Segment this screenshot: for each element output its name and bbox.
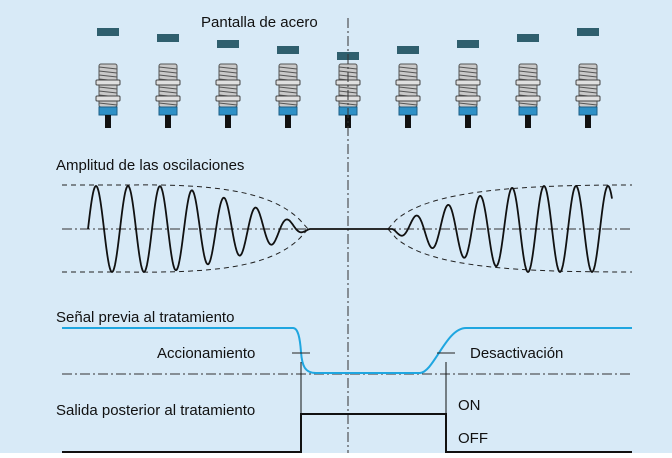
sensor-icon	[275, 63, 301, 128]
envelope-upper	[62, 184, 633, 230]
output-step	[62, 413, 632, 453]
sensor-icon	[155, 63, 181, 128]
sensor-icon	[215, 63, 241, 128]
signal-label: Señal previa al tratamiento	[56, 309, 234, 326]
oscillation-wave	[87, 185, 613, 273]
output-label: Salida posterior al tratamiento	[56, 402, 255, 419]
steel-plate	[217, 40, 239, 48]
sensor-icon	[575, 63, 601, 128]
signal-curve	[62, 327, 632, 374]
title-label: Pantalla de acero	[201, 14, 318, 31]
steel-plate	[397, 46, 419, 54]
off-label: OFF	[458, 430, 488, 447]
steel-plate	[277, 46, 299, 54]
deactivation-label: Desactivación	[470, 345, 563, 362]
sensor-row	[95, 63, 601, 128]
steel-plate	[457, 40, 479, 48]
sensor-icon	[515, 63, 541, 128]
actuation-label: Accionamiento	[157, 345, 255, 362]
on-label: ON	[458, 397, 481, 414]
steel-plate	[517, 34, 539, 42]
sensor-icon	[455, 63, 481, 128]
sensor-icon	[95, 63, 121, 128]
steel-plate	[157, 34, 179, 42]
sensor-icon	[395, 63, 421, 128]
amplitude-label: Amplitud de las oscilaciones	[56, 157, 244, 174]
steel-plate	[97, 28, 119, 36]
steel-plate	[577, 28, 599, 36]
